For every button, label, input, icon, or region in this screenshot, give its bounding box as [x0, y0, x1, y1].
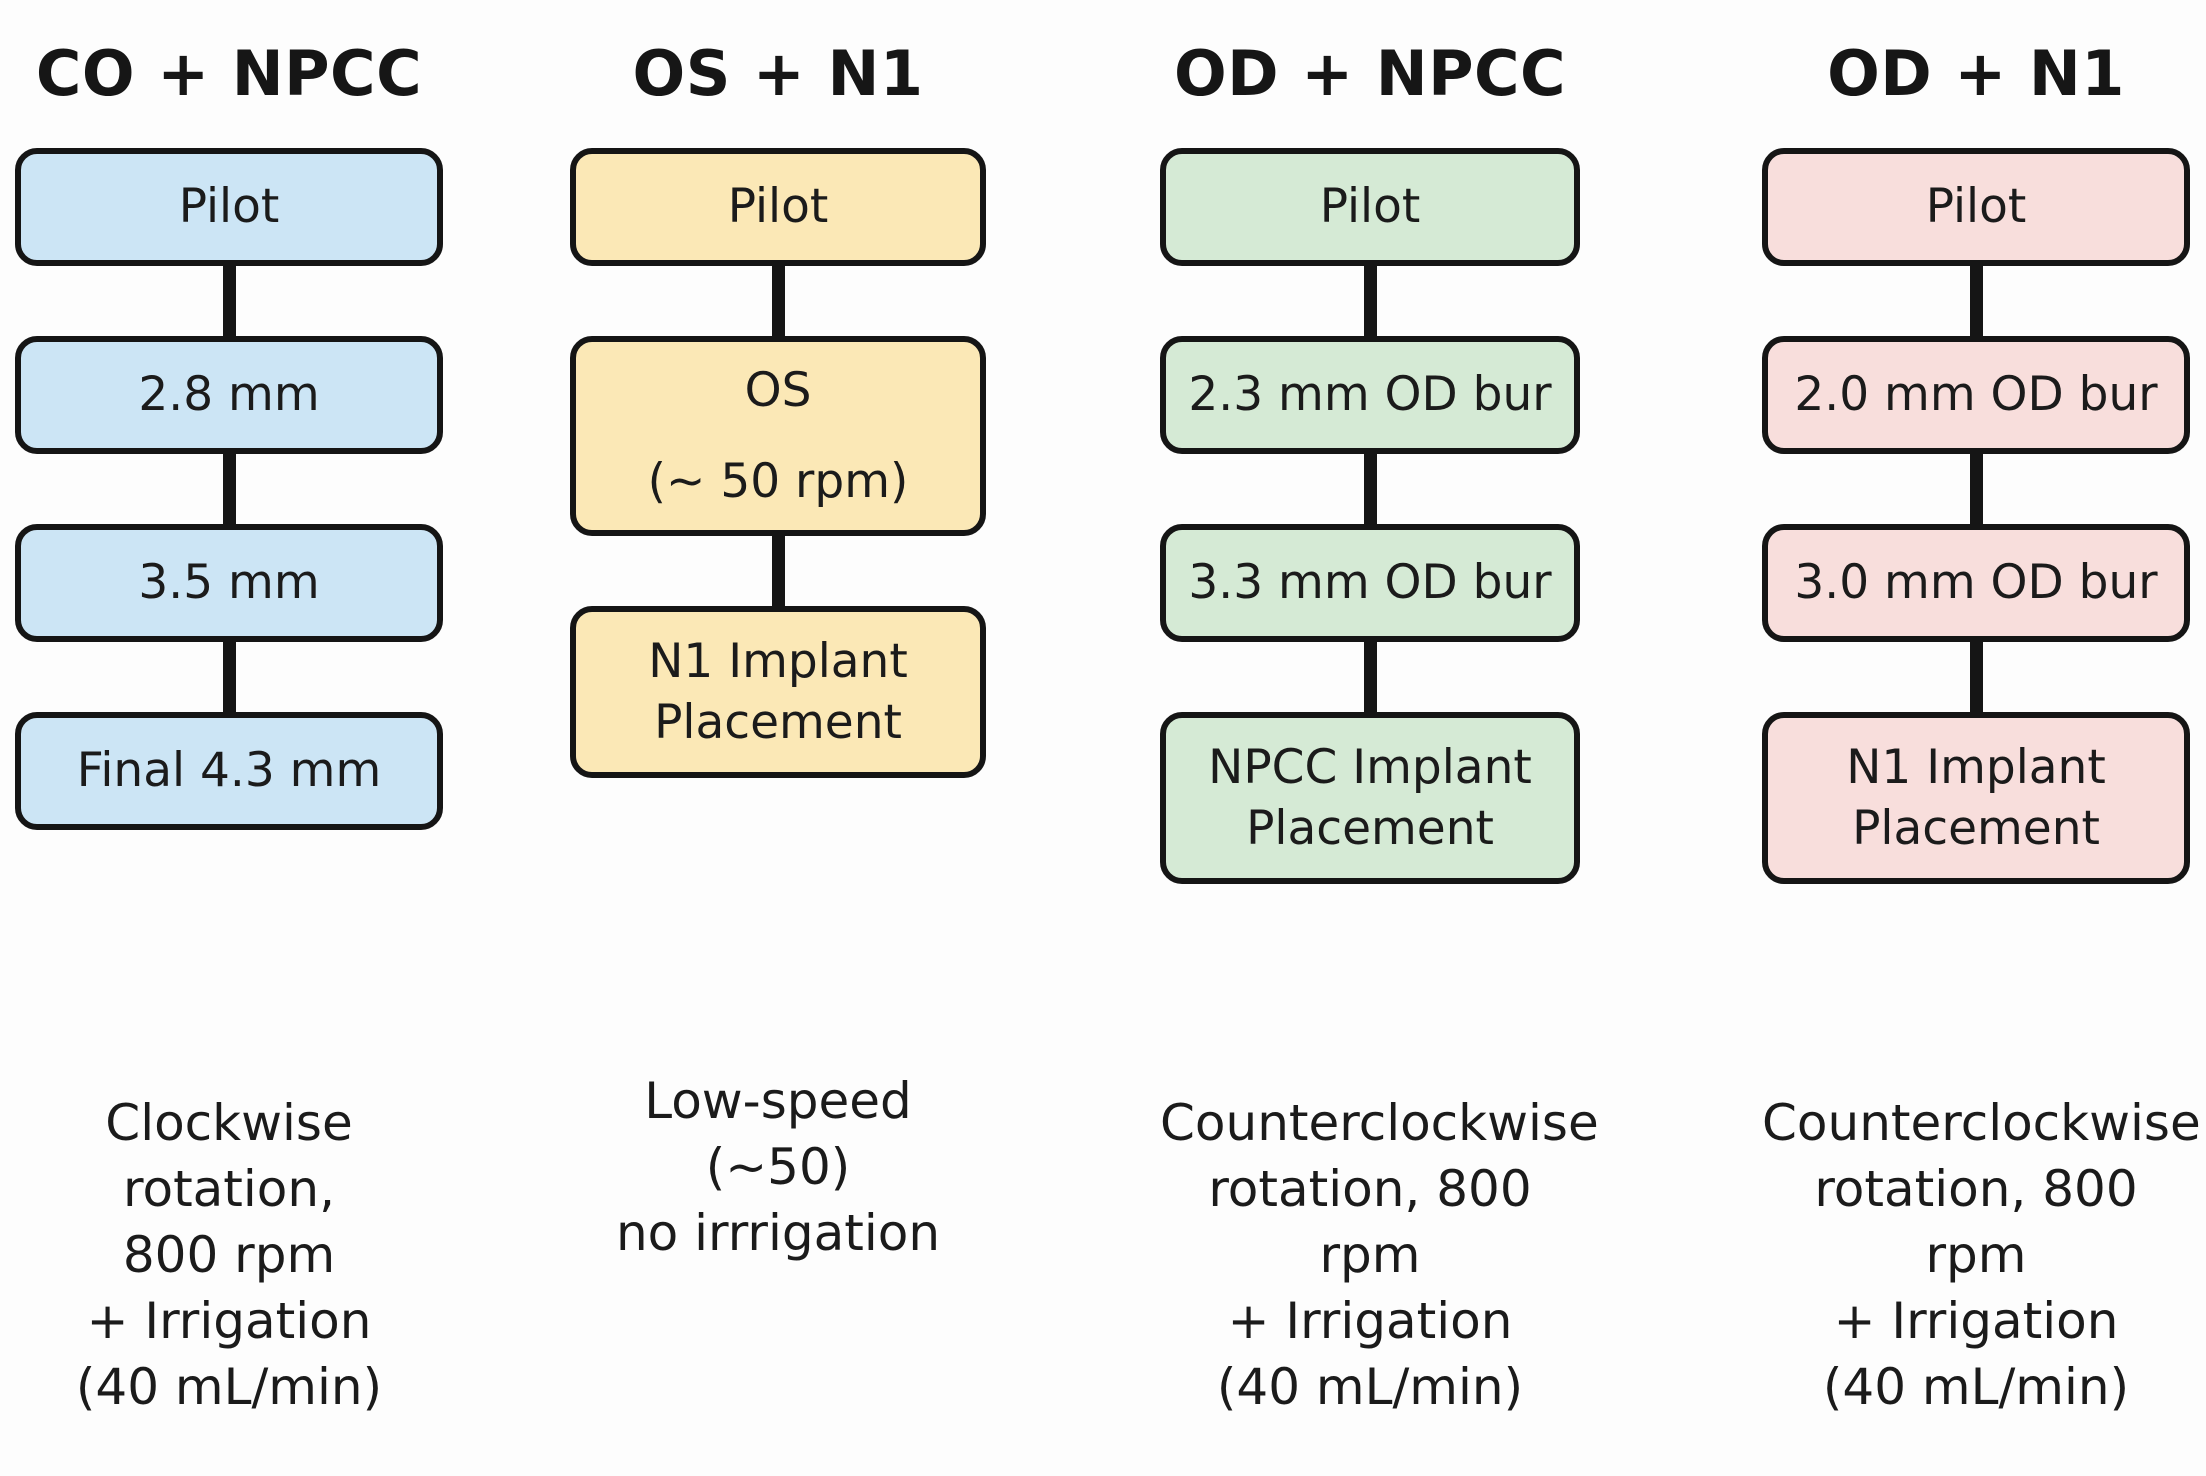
- node-label: 2.0 mm OD bur: [1794, 367, 2158, 423]
- node-sublabel: (~ 50 rpm): [647, 454, 909, 509]
- protocol-caption-od-n1: Counterclockwise rotation, 800 rpm + Irr…: [1762, 1094, 2201, 1416]
- protocol-caption-os-n1: Low-speed (~50) no irrrigation: [615, 1072, 941, 1262]
- node-od-npcc-implant-placement: NPCC Implant Placement: [1160, 712, 1580, 884]
- connector-co-npcc-3: [222, 636, 236, 718]
- node-od-n1-pilot: Pilot: [1762, 148, 2190, 266]
- node-label: N1 Implant: [648, 633, 908, 689]
- node-label: NPCC Implant: [1208, 739, 1532, 795]
- node-sublabel: Placement: [654, 695, 902, 750]
- column-header-os-n1: OS + N1: [632, 37, 924, 110]
- connector-od-npcc-2: [1363, 448, 1377, 530]
- flow-chain-os-n1: Pilot OS (~ 50 rpm) N1 Implant Placement: [570, 148, 986, 778]
- connector-co-npcc-1: [222, 260, 236, 342]
- node-label: N1 Implant: [1846, 739, 2106, 795]
- column-header-co-npcc: CO + NPCC: [35, 37, 423, 110]
- node-label: 2.3 mm OD bur: [1188, 367, 1552, 423]
- connector-os-n1-2: [771, 530, 785, 612]
- protocol-column-co-npcc: CO + NPCC Pilot 2.8 mm 3.5 mm Final 4.3 …: [15, 0, 443, 1476]
- node-od-n1-2-0mm-bur: 2.0 mm OD bur: [1762, 336, 2190, 454]
- node-od-n1-implant-placement: N1 Implant Placement: [1762, 712, 2190, 884]
- node-co-npcc-3-5mm: 3.5 mm: [15, 524, 443, 642]
- protocol-column-od-n1: OD + N1 Pilot 2.0 mm OD bur 3.0 mm OD bu…: [1762, 0, 2201, 1476]
- node-sublabel: Placement: [1246, 801, 1494, 856]
- node-od-n1-3-0mm-bur: 3.0 mm OD bur: [1762, 524, 2190, 642]
- connector-od-n1-1: [1969, 260, 1983, 342]
- node-label: Pilot: [727, 179, 829, 235]
- footer-wrap-od-n1: Counterclockwise rotation, 800 rpm + Irr…: [1762, 1090, 2201, 1476]
- node-od-npcc-3-3mm-bur: 3.3 mm OD bur: [1160, 524, 1580, 642]
- node-os-n1-pilot: Pilot: [570, 148, 986, 266]
- node-od-npcc-pilot: Pilot: [1160, 148, 1580, 266]
- node-label: Final 4.3 mm: [76, 743, 382, 799]
- node-co-npcc-2-8mm: 2.8 mm: [15, 336, 443, 454]
- footer-wrap-os-n1: Low-speed (~50) no irrrigation: [570, 1068, 986, 1476]
- connector-os-n1-1: [771, 260, 785, 342]
- footer-wrap-od-npcc: Counterclockwise rotation, 800 rpm + Irr…: [1160, 1090, 1599, 1476]
- node-label: OS: [744, 362, 812, 418]
- node-label: 3.5 mm: [138, 555, 320, 611]
- column-header-od-n1: OD + N1: [1827, 37, 2125, 110]
- column-header-od-npcc: OD + NPCC: [1173, 37, 1567, 110]
- node-co-npcc-pilot: Pilot: [15, 148, 443, 266]
- connector-od-npcc-3: [1363, 636, 1377, 718]
- protocol-caption-co-npcc: Clockwise rotation, 800 rpm + Irrigation…: [75, 1094, 383, 1416]
- connector-od-n1-2: [1969, 448, 1983, 530]
- flow-chain-od-npcc: Pilot 2.3 mm OD bur 3.3 mm OD bur NPCC I…: [1160, 148, 1580, 884]
- node-od-npcc-2-3mm-bur: 2.3 mm OD bur: [1160, 336, 1580, 454]
- node-os-n1-os: OS (~ 50 rpm): [570, 336, 986, 536]
- node-label: Pilot: [1925, 179, 2027, 235]
- node-label: Pilot: [1319, 179, 1421, 235]
- protocol-column-od-npcc: OD + NPCC Pilot 2.3 mm OD bur 3.3 mm OD …: [1160, 0, 1599, 1476]
- node-co-npcc-final-4-3mm: Final 4.3 mm: [15, 712, 443, 830]
- connector-od-n1-3: [1969, 636, 1983, 718]
- flow-chain-co-npcc: Pilot 2.8 mm 3.5 mm Final 4.3 mm: [15, 148, 443, 830]
- connector-od-npcc-1: [1363, 260, 1377, 342]
- connector-co-npcc-2: [222, 448, 236, 530]
- footer-wrap-co-npcc: Clockwise rotation, 800 rpm + Irrigation…: [15, 1090, 443, 1476]
- protocol-caption-od-npcc: Counterclockwise rotation, 800 rpm + Irr…: [1160, 1094, 1599, 1416]
- node-label: Pilot: [178, 179, 280, 235]
- node-label: 3.0 mm OD bur: [1794, 555, 2158, 611]
- node-sublabel: Placement: [1852, 801, 2100, 856]
- flow-chain-od-n1: Pilot 2.0 mm OD bur 3.0 mm OD bur N1 Imp…: [1762, 148, 2190, 884]
- node-label: 2.8 mm: [138, 367, 320, 423]
- protocol-column-os-n1: OS + N1 Pilot OS (~ 50 rpm) N1 Implant P…: [570, 0, 986, 1476]
- node-os-n1-implant-placement: N1 Implant Placement: [570, 606, 986, 778]
- node-label: 3.3 mm OD bur: [1188, 555, 1552, 611]
